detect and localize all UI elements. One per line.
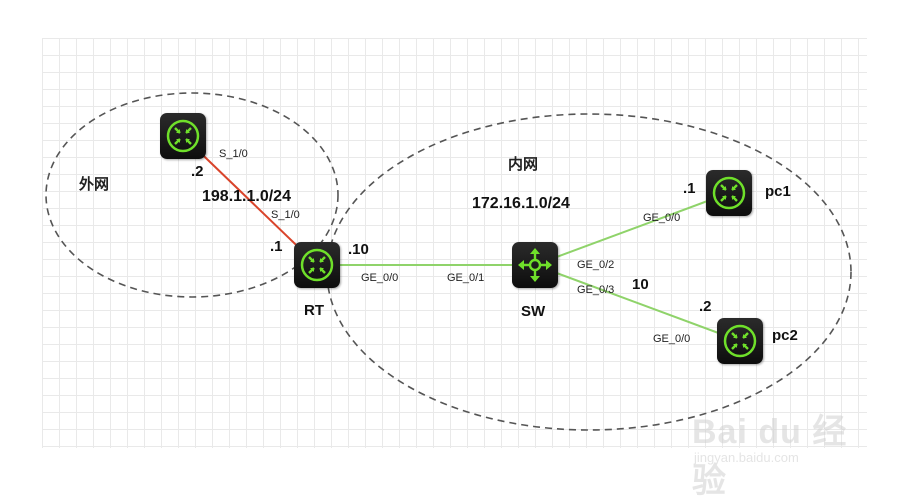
router-icon — [300, 248, 334, 282]
topology-diagram: 外网 内网 198.1.1.0/24 172.16.1.0/24 .2 S_1/… — [42, 38, 872, 500]
sw-name: SW — [521, 303, 546, 320]
pc2-port: GE_0/0 — [653, 333, 691, 345]
wan-zone-label: 外网 — [79, 176, 110, 193]
watermark-brand: Bai du 经验 — [692, 413, 848, 500]
pc1-addr: .1 — [683, 180, 696, 197]
sw-port-pc1: GE_0/2 — [577, 259, 615, 271]
router-icon — [712, 176, 746, 210]
sw-port-rt: GE_0/1 — [447, 272, 485, 284]
grid-background — [42, 38, 867, 448]
diagram-lines — [45, 92, 852, 431]
lan-subnet-label: 172.16.1.0/24 — [472, 195, 570, 212]
router-icon — [166, 119, 200, 153]
link-sw-pc1 — [534, 192, 730, 266]
pc1-port: GE_0/0 — [643, 212, 681, 224]
rt-lan-addr: .10 — [348, 241, 369, 258]
vlan-tag: 10 — [632, 276, 649, 293]
router-icon — [723, 324, 757, 358]
pc1-name: pc1 — [765, 183, 791, 200]
wan-router-addr: .2 — [191, 163, 204, 180]
pc2-device[interactable] — [717, 318, 763, 364]
rt-wan-addr: .1 — [270, 238, 283, 255]
pc1-device[interactable] — [706, 170, 752, 216]
wan-subnet-label: 198.1.1.0/24 — [202, 188, 291, 205]
baidu-watermark: Bai du 经验 jingyan.baidu.com — [692, 390, 872, 500]
wan-router[interactable] — [160, 113, 206, 159]
rt-router[interactable] — [294, 242, 340, 288]
pc2-addr: .2 — [699, 298, 712, 315]
lan-zone-label: 内网 — [508, 156, 539, 173]
switch-icon — [518, 248, 552, 282]
wan-router-port: S_1/0 — [219, 148, 248, 160]
wan-zone-boundary — [45, 92, 339, 298]
rt-lan-port: GE_0/0 — [361, 272, 399, 284]
sw-switch[interactable] — [512, 242, 558, 288]
watermark-url: jingyan.baidu.com — [694, 450, 799, 465]
rt-name: RT — [304, 302, 324, 319]
rt-wan-port: S_1/0 — [271, 209, 300, 221]
pc2-name: pc2 — [772, 327, 798, 344]
sw-port-pc2: GE_0/3 — [577, 284, 615, 296]
lan-zone-boundary — [326, 113, 852, 431]
link-sw-pc2 — [534, 264, 741, 342]
